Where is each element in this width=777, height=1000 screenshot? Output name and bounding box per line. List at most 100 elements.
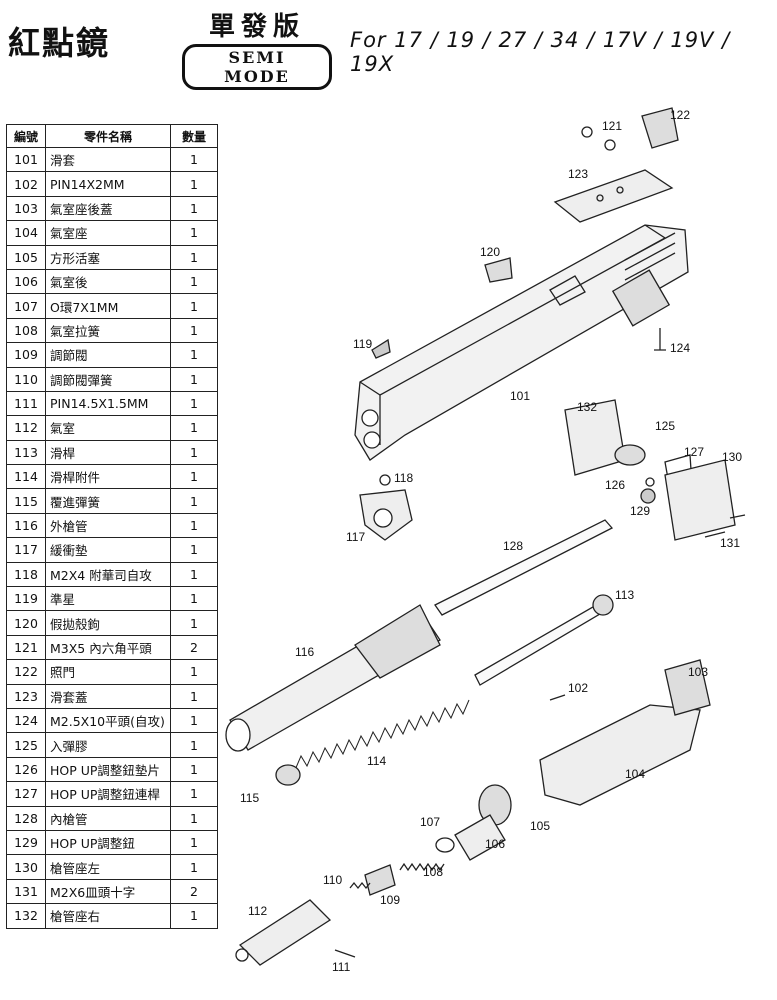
part-number-cell: 101 [6, 146, 46, 173]
part-qty-cell: 1 [170, 659, 218, 685]
chamber-rear [454, 814, 506, 861]
part-number-cell: 111 [6, 390, 46, 417]
part-number-cell: 118 [6, 561, 46, 588]
callout-114: 114 [367, 754, 386, 768]
header-number: 編號 [6, 124, 46, 148]
part-name-cell: HOP UP調整鈕 [45, 829, 171, 856]
part-number-cell: 124 [6, 707, 46, 734]
callout-113: 113 [615, 588, 634, 602]
pin-111 [334, 949, 356, 958]
part-qty-cell: 1 [170, 366, 218, 392]
part-name-cell: HOP UP調整鈕墊片 [45, 756, 171, 783]
callout-111: 111 [332, 960, 351, 974]
part-qty-cell: 1 [170, 756, 218, 783]
part-number-cell: 122 [6, 659, 46, 685]
part-number-cell: 120 [6, 610, 46, 636]
callout-120: 120 [480, 245, 500, 259]
part-name-cell: 槍管座右 [45, 903, 171, 929]
part-number-cell: 106 [6, 268, 46, 295]
screws-131 [704, 514, 746, 538]
callout-107: 107 [420, 815, 440, 829]
part-qty-cell: 1 [170, 707, 218, 734]
diagram-title: 紅點鏡 [8, 24, 111, 62]
chamber-rear-cover [664, 659, 711, 716]
part-qty-cell: 1 [170, 244, 218, 270]
part-name-cell: 氣室座後蓋 [45, 195, 171, 222]
callout-129: 129 [630, 504, 650, 518]
part-name-cell: M2.5X10平頭(自攻) [45, 707, 171, 734]
part-name-cell: 槍管座左 [45, 854, 171, 880]
extractor-part [484, 257, 513, 283]
part-number-cell: 119 [6, 586, 46, 612]
pin-102 [549, 694, 566, 701]
part-name-cell: 氣室拉簧 [45, 317, 171, 344]
screws-121 [581, 126, 616, 151]
part-qty-cell: 1 [170, 464, 218, 490]
part-number-cell: 103 [6, 195, 46, 222]
part-number-cell: 128 [6, 805, 46, 831]
callout-103: 103 [688, 665, 708, 679]
part-name-cell: 照門 [45, 659, 171, 685]
part-name-cell: 滑套 [45, 146, 171, 173]
front-sight-part [371, 338, 391, 359]
rear-sight-part [641, 107, 679, 149]
o-ring [435, 837, 455, 853]
callout-127: 127 [684, 445, 704, 459]
part-qty-cell: 1 [170, 488, 218, 514]
part-name-cell: PIN14.5X1.5MM [45, 390, 171, 417]
callout-117: 117 [346, 530, 365, 544]
spring-part-115 [275, 764, 301, 786]
callout-105: 105 [530, 819, 550, 833]
part-number-cell: 110 [6, 366, 46, 392]
mode-label-en: SEMI MODE [182, 44, 332, 90]
part-qty-cell: 1 [170, 390, 218, 417]
callout-126: 126 [605, 478, 625, 492]
part-number-cell: 123 [6, 683, 46, 709]
part-qty-cell: 1 [170, 439, 218, 466]
callout-116: 116 [295, 645, 314, 659]
screw-124 [654, 328, 666, 351]
part-number-cell: 130 [6, 854, 46, 880]
part-qty-cell: 1 [170, 512, 218, 539]
callout-118: 118 [394, 471, 413, 485]
callout-109: 109 [380, 893, 400, 907]
part-qty-cell: 1 [170, 683, 218, 709]
callout-128: 128 [503, 539, 523, 553]
part-qty-cell: 1 [170, 903, 218, 929]
callout-labels: 1011021031041051061071081091101111121131… [240, 108, 742, 974]
part-number-cell: 102 [6, 171, 46, 197]
callout-131: 131 [720, 536, 740, 550]
chamber-base [539, 704, 701, 806]
part-name-cell: 氣室後 [45, 268, 171, 295]
callout-130: 130 [722, 450, 742, 464]
part-number-cell: 114 [6, 464, 46, 490]
callout-125: 125 [655, 419, 675, 433]
exploded-parts-diagram: 1011021031041051061071081091101111121131… [225, 107, 746, 974]
part-name-cell: 氣室座 [45, 220, 171, 246]
part-number-cell: 125 [6, 732, 46, 758]
callout-119: 119 [353, 337, 372, 351]
mode-label-zh: 單發版 [208, 12, 305, 42]
part-name-cell: 調節閥 [45, 342, 171, 368]
part-number-cell: 108 [6, 317, 46, 344]
callout-108: 108 [423, 865, 443, 879]
callout-122: 122 [670, 108, 690, 122]
